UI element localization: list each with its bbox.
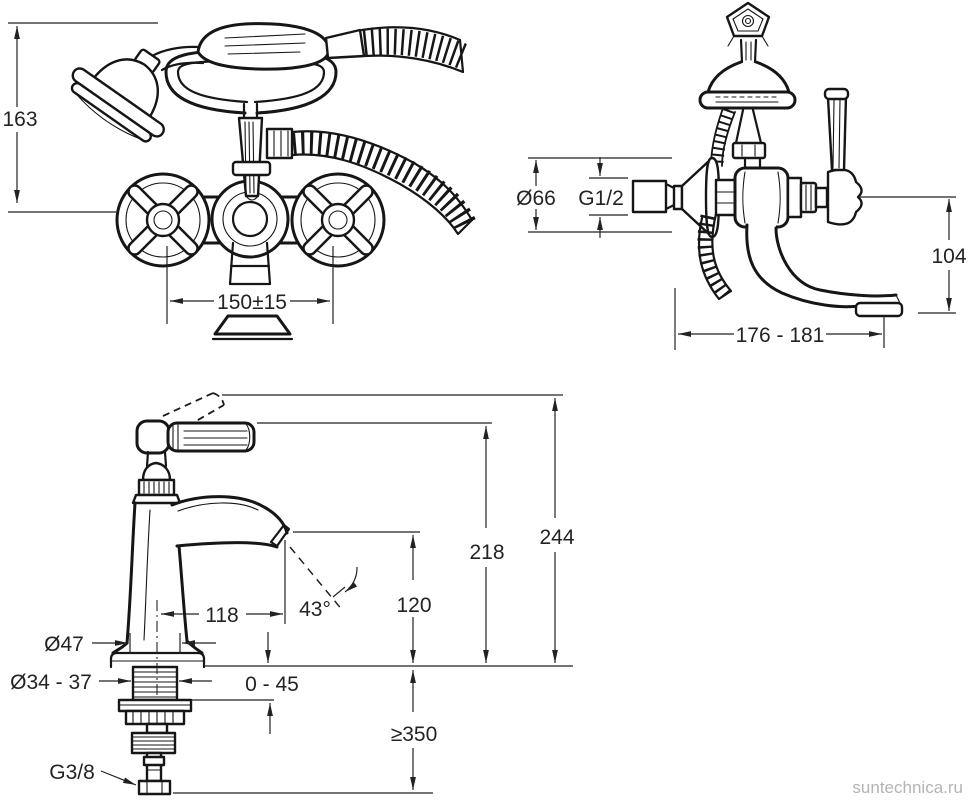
dim-label-104: 104 <box>931 245 966 268</box>
dim-label-118: 118 <box>205 604 238 627</box>
watermark-text: suntechnica.ru <box>852 778 963 797</box>
figure-bath-mixer-side: Ø66 G1/2 104 176 - 181 <box>516 1 967 350</box>
dim-label-120: 120 <box>396 594 431 617</box>
dim-label-150-15: 150±15 <box>217 291 287 314</box>
dim-label-g12: G1/2 <box>578 187 624 210</box>
dim-label-0-45: 0 - 45 <box>245 673 299 696</box>
dim-label-g38: G3/8 <box>49 761 95 784</box>
dim-label-47: Ø47 <box>44 633 84 656</box>
figure-bath-mixer-front: 163 150±15 <box>2 22 478 341</box>
cross-handles <box>127 184 374 256</box>
dim-label-218: 218 <box>469 541 504 564</box>
dim-label-66: Ø66 <box>516 187 556 210</box>
dim-label-43deg: 43° <box>299 598 331 621</box>
dim-label-350: ≥350 <box>391 723 438 746</box>
dim-label-176-181: 176 - 181 <box>736 324 825 347</box>
dim-label-34-37: Ø34 - 37 <box>10 671 92 694</box>
dim-label-163: 163 <box>2 108 37 131</box>
figure-basin-tap: 43° 118 Ø47 <box>10 392 575 796</box>
dim-label-244: 244 <box>539 526 574 549</box>
